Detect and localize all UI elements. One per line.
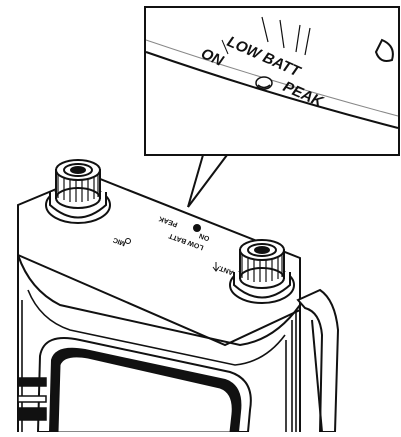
- mic-connector: [45, 159, 111, 224]
- partial-letter: [374, 38, 394, 62]
- low-batt-ticks: [261, 16, 311, 56]
- mic-indicator-icon: [125, 238, 131, 244]
- callout-pointer: [187, 154, 228, 208]
- antenna-connector: [229, 239, 295, 304]
- led-indicator: [193, 224, 201, 232]
- device-mic-label: MIC: [112, 236, 126, 247]
- zoom-callout: LOW BATT ON PEAK: [144, 6, 400, 156]
- front-panel: [21, 289, 297, 432]
- belt-clip: [296, 288, 340, 433]
- side-stripes: [17, 377, 47, 421]
- device-ant-label: ANT.: [218, 264, 235, 276]
- front-window: [36, 337, 252, 433]
- device-on-label: ON: [198, 232, 210, 242]
- antenna-arrow-icon: [212, 262, 220, 272]
